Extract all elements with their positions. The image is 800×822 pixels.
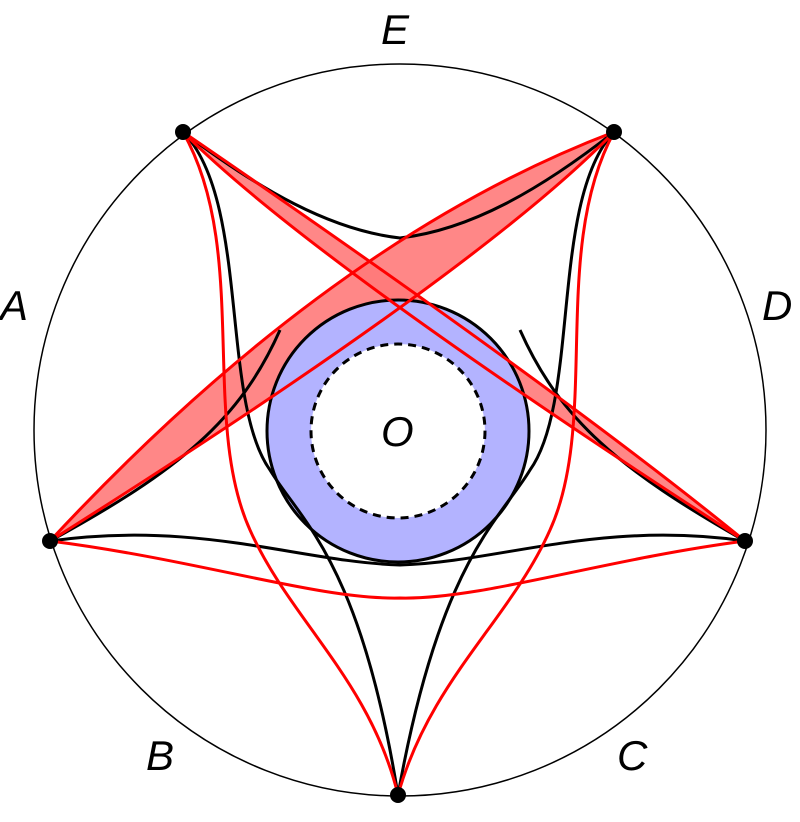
red-arc-tr-to-bl-inner	[49, 130, 616, 543]
boundary-vertices	[42, 124, 753, 803]
label-a: A	[0, 282, 28, 329]
label-c: C	[617, 732, 648, 779]
black-arc-bottom	[49, 533, 746, 567]
vertex-top-right	[606, 124, 622, 140]
vertex-right	[737, 533, 753, 549]
label-b: B	[146, 732, 174, 779]
black-arc-left-lower	[49, 329, 282, 543]
red-arc-right-long	[396, 131, 616, 796]
black-arc-left	[181, 130, 400, 796]
red-arc-left-long	[181, 131, 400, 796]
label-d: D	[762, 282, 792, 329]
black-arc-right	[396, 130, 616, 796]
vertex-bottom	[390, 787, 406, 803]
inner-dashed-circle	[309, 342, 487, 520]
red-arc-tl-to-br-inner	[182, 130, 746, 543]
red-arc-tl-to-br	[181, 130, 746, 543]
label-e: E	[381, 6, 410, 53]
black-arc-right-lower	[518, 329, 746, 543]
red-arc-bottom	[49, 539, 746, 600]
label-o: O	[381, 408, 414, 455]
red-geodesics	[48, 130, 746, 796]
vertex-left	[42, 533, 58, 549]
blue-annulus	[265, 298, 531, 564]
red-arc-tr-to-bl	[48, 130, 615, 543]
vertex-top-left	[175, 124, 191, 140]
black-geodesics	[49, 130, 746, 796]
